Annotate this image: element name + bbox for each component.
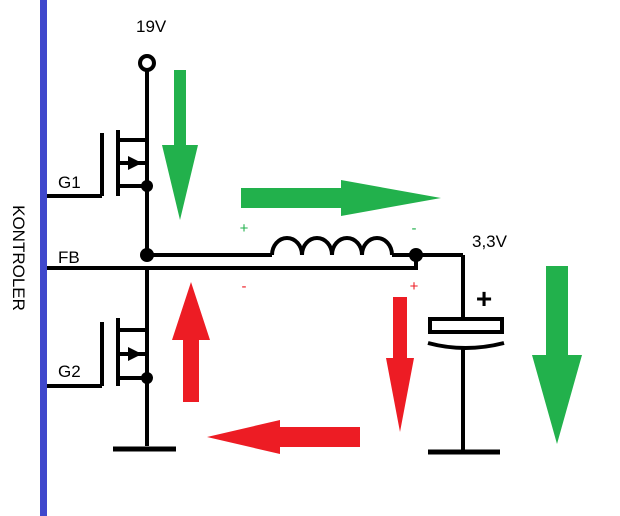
capacitor-polarity-label: + [476,283,492,314]
controller-bar [40,0,47,516]
gate2-label: G2 [58,362,81,381]
green-down-arrow-icon [162,70,198,220]
controller-label: KONTROLER [9,205,28,311]
red-left-arrow-icon [207,420,360,454]
feedback-label: FB [58,248,80,267]
green-right-arrow-icon [241,180,441,216]
inductor-right-polarity: - [412,220,417,237]
red-up-arrow-icon [172,282,210,402]
green-down-arrow-icon [532,266,582,444]
mosfet-body-diode-arrow [128,156,142,170]
n-mosfet-icon [47,268,149,446]
return-right-polarity: + [410,278,419,295]
mosfet-body-diode-arrow [128,347,142,361]
gate1-label: G1 [58,173,81,192]
inductor-icon [270,236,394,256]
polarized-capacitor-icon [428,317,504,334]
supply-terminal-icon [138,54,156,72]
inductor-left-polarity: + [240,220,249,237]
junction-dot [141,372,153,384]
junction-dot [141,180,153,192]
return-left-polarity: - [242,278,247,295]
output-voltage-label: 3,3V [472,232,508,251]
switch-node-dot [140,248,154,262]
red-down-arrow-icon [386,297,414,432]
capacitor-curved-plate [427,341,505,350]
supply-voltage-label: 19V [136,17,167,36]
